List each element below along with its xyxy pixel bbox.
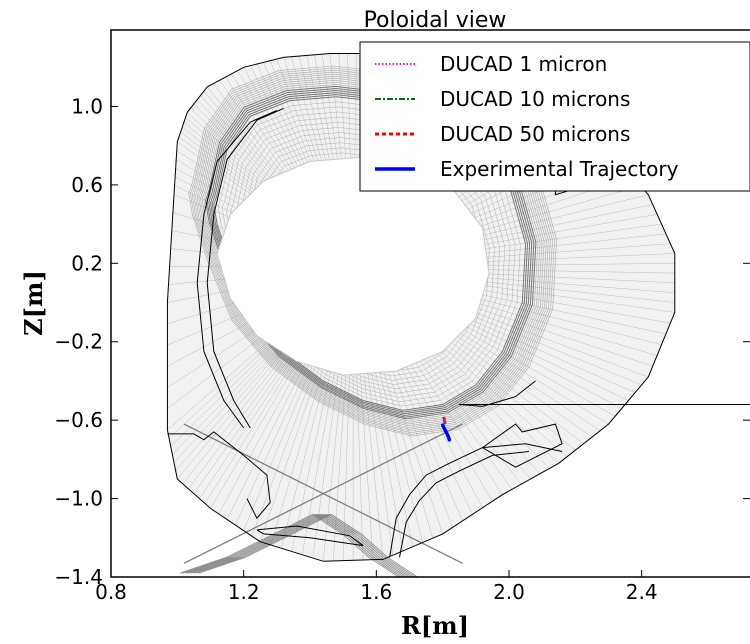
divertor-leg [312, 513, 400, 577]
flux-surface [195, 73, 549, 430]
divertor-leg [193, 513, 327, 574]
axis-ticks: 0.8 1.2 1.6 2.0 2.4 −1.4 −1.0 −0.6 −0.2 0.2 0.6 1.0 [54, 94, 750, 604]
divertor-leg [328, 513, 416, 577]
x-axis-label: R[m] [401, 611, 469, 640]
flux-surface [193, 71, 551, 432]
y-tick-label: 0.2 [71, 251, 103, 275]
divertor-leg [320, 513, 408, 577]
series-line-1 [443, 418, 447, 424]
flux-surface [191, 69, 553, 434]
divertor-leg [195, 513, 329, 574]
y-tick-label: 0.6 [71, 173, 103, 197]
divertor-leg [198, 513, 332, 574]
y-axis-label: Z[m] [19, 270, 48, 336]
y-tick-label: −1.0 [54, 487, 103, 511]
inner-divertor [167, 431, 271, 520]
divertor-leg [179, 513, 313, 574]
divertor-leg [315, 513, 402, 577]
outer-divertor [389, 443, 563, 558]
y-tick-label: −0.6 [54, 408, 103, 432]
flux-surface [190, 67, 555, 435]
dome [256, 525, 364, 547]
outer-boundary [166, 53, 676, 562]
divertor-leg [190, 513, 324, 574]
legend-label-1: DUCAD 1 micron [440, 52, 607, 76]
series-line-4 [440, 423, 452, 442]
x-tick-label: 2.0 [493, 580, 525, 604]
inner-wall [196, 109, 278, 429]
baffle [482, 423, 563, 468]
x-tick-label: 1.2 [228, 580, 260, 604]
x-tick-label: 2.4 [626, 580, 658, 604]
x-tick-label: 1.6 [360, 580, 392, 604]
outer-limiter [459, 380, 750, 407]
outer-divertor [399, 451, 529, 558]
axes-frame [110, 29, 750, 578]
legend-label-4: Experimental Trajectory [440, 157, 679, 181]
divertor-leg [330, 513, 418, 577]
legend-label-3: DUCAD 50 microns [440, 122, 630, 146]
legend-label-2: DUCAD 10 microns [440, 87, 630, 111]
y-tick-label: −1.4 [54, 565, 103, 589]
legend-box [359, 41, 750, 192]
core-hole [216, 156, 490, 376]
inner-wall [206, 107, 284, 429]
flux-surface [188, 65, 557, 437]
divertor-leg [323, 513, 410, 577]
y-tick-label: −0.2 [54, 330, 103, 354]
y-tick-label: 1.0 [71, 94, 103, 118]
x-tick-label: 0.8 [95, 580, 127, 604]
separatrix-line [183, 423, 463, 564]
divertor-leg [325, 513, 413, 577]
chart-title: Poloidal view [364, 8, 507, 33]
